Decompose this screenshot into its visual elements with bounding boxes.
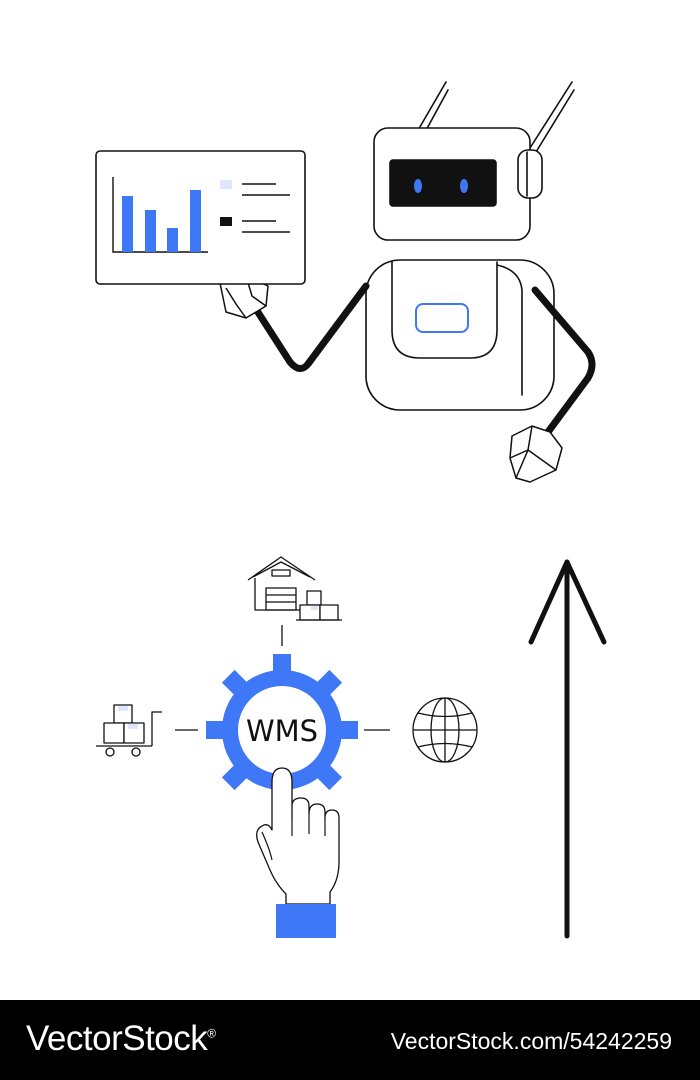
brand-mark: ® xyxy=(207,1026,216,1041)
watermark-footer: VectorStock® VectorStock.com/54242259 xyxy=(0,1000,700,1080)
brand-name: VectorStock xyxy=(26,1019,208,1058)
globe-icon xyxy=(412,697,478,763)
illustration: WMS xyxy=(95,81,607,939)
hand-truck-boxes-icon xyxy=(96,704,162,757)
warehouse-icon xyxy=(247,556,342,621)
gear-label: WMS xyxy=(246,714,318,748)
up-arrow-icon xyxy=(528,559,607,939)
robot-arms xyxy=(250,282,596,436)
bar-chart-board-icon xyxy=(95,150,306,285)
pointing-hand-icon xyxy=(256,767,340,938)
brand-logo: VectorStock® xyxy=(26,1019,216,1059)
image-id: VectorStock.com/54242259 xyxy=(390,1028,672,1054)
connector-lines xyxy=(175,625,390,731)
gear-icon xyxy=(206,654,358,806)
robot-icon xyxy=(365,81,575,411)
